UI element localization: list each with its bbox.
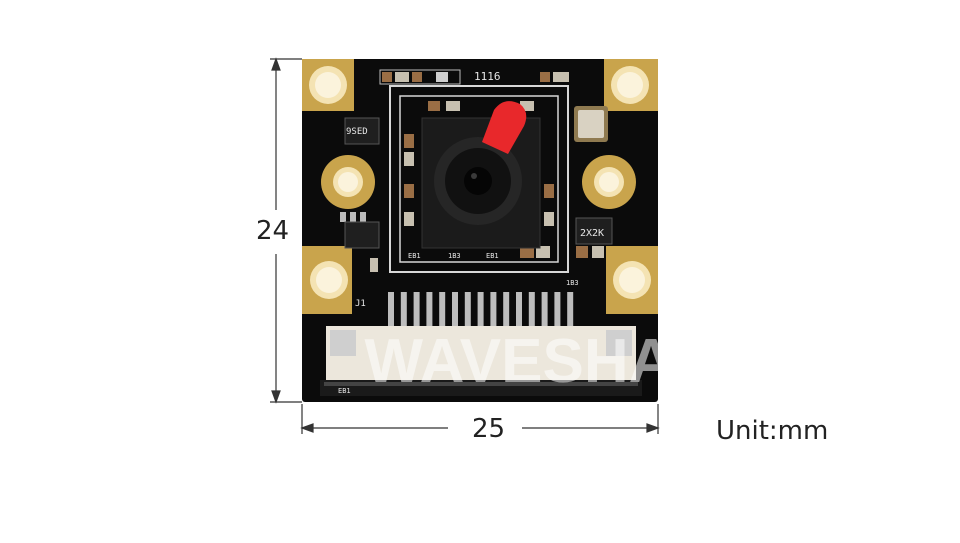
mounting-hole-top-right: [604, 59, 658, 111]
side-hole-left: [321, 155, 375, 209]
silk-b4: 1B3: [566, 279, 579, 287]
mounting-hole-top-left: [302, 59, 354, 111]
mounting-hole-bottom-left: [302, 246, 352, 314]
connector-pin: [528, 292, 535, 328]
width-value: 25: [466, 416, 512, 442]
connector-pin: [439, 292, 446, 328]
connector-pin: [388, 292, 394, 328]
ffc-connector-icon: EB1: [320, 326, 642, 396]
height-dimension: [270, 57, 302, 404]
connector-label: EB1: [338, 387, 351, 395]
silk-top: 1116: [474, 70, 501, 83]
crystal-oscillator-icon: [574, 106, 608, 142]
connector-pin: [426, 292, 433, 328]
silk-b2: 1B3: [448, 252, 461, 260]
side-hole-right: [582, 155, 636, 209]
silk-right: 2X2K: [580, 228, 604, 239]
focus-tab: [482, 101, 527, 154]
connector-pin: [490, 292, 497, 328]
connector-pin: [400, 292, 407, 328]
connector-pin: [554, 292, 561, 328]
camera-lens-icon: [421, 117, 541, 249]
connector-pin: [464, 292, 471, 328]
connector-pin: [516, 292, 522, 328]
connector-pin: [452, 292, 458, 328]
width-dimension: [300, 404, 660, 434]
silk-b3: EB1: [486, 252, 499, 260]
connector-pin: [477, 292, 484, 328]
connector-pin: [413, 292, 420, 328]
smd-components: [340, 72, 604, 272]
watermark: WAVESHARE: [364, 327, 759, 396]
connector-pin: [541, 292, 548, 328]
pcb-board: 1116 2X2K 9SED EB1 1B3 EB1 1B3 J1: [302, 59, 658, 402]
connector-pins: [388, 292, 574, 328]
unit-label: Unit:mm: [716, 416, 829, 446]
connector-pin: [567, 292, 574, 328]
silk-b1: EB1: [408, 252, 421, 260]
ic-chips: [344, 117, 613, 249]
silk-j1: J1: [355, 299, 366, 309]
connector-pin: [503, 292, 510, 328]
mounting-hole-bottom-right: [606, 246, 658, 314]
silk-left: 9SED: [346, 127, 368, 137]
height-value: 24: [256, 216, 290, 246]
